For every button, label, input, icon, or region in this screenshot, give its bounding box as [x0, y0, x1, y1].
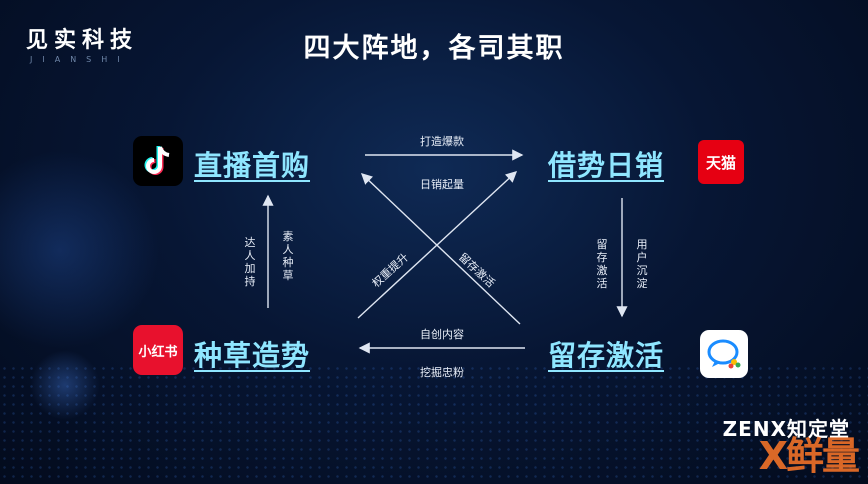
- dot-pattern: [0, 364, 868, 484]
- edge-label-diag-up: 日销起量: [420, 178, 464, 191]
- logo-text: 见实科技: [26, 28, 139, 53]
- edge-label-top: 打造爆款: [420, 135, 464, 148]
- background-glow: [0, 150, 160, 350]
- edge-label-bottom-upper: 自创内容: [420, 328, 464, 341]
- edge-label-left-b: 素人种草: [282, 230, 294, 282]
- node-retention: 留存激活: [548, 339, 665, 372]
- xiaohongshu-icon-text: 小红书: [138, 344, 178, 360]
- edge-label-right-b: 用户沉淀: [636, 238, 648, 290]
- arrow-diag-down: [360, 173, 521, 325]
- tmall-icon: 天猫: [698, 140, 744, 184]
- edge-label-bottom-lower: 挖掘忠粉: [420, 366, 464, 379]
- xiaohongshu-icon: 小红书: [133, 325, 183, 375]
- node-seeding: 种草造势: [194, 339, 311, 372]
- node-live-first-purchase: 直播首购: [194, 149, 311, 182]
- wecom-icon: [700, 330, 748, 378]
- background-orb: [30, 350, 100, 420]
- company-logo: 见实科技 JIANSHI: [26, 22, 138, 64]
- logo-subtext: JIANSHI: [30, 55, 130, 64]
- edge-label-right-a: 留存激活: [596, 238, 608, 290]
- douyin-icon: [133, 136, 183, 186]
- page-title: 四大阵地，各司其职: [303, 33, 565, 64]
- edge-label-left-a: 达人加持: [244, 236, 256, 288]
- watermark: X鲜量: [758, 434, 860, 478]
- tmall-icon-text: 天猫: [705, 153, 736, 172]
- node-daily-sales: 借势日销: [548, 149, 665, 182]
- brand-logo: ZENX知定堂: [722, 417, 850, 441]
